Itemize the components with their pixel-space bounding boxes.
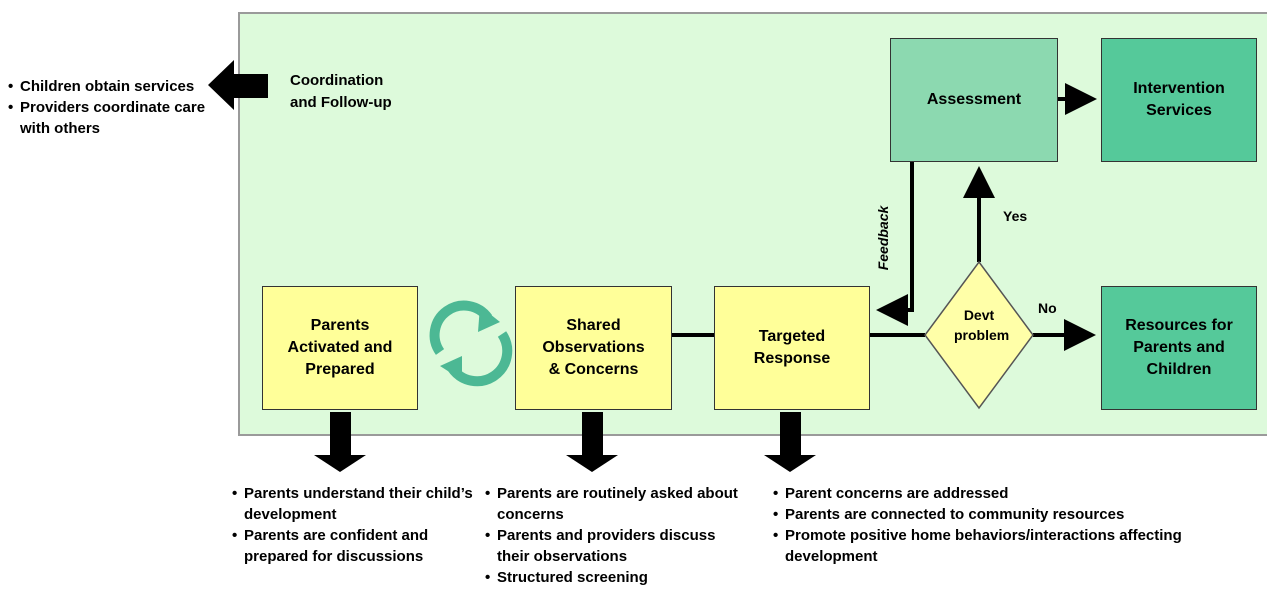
coordination-label: Coordination and Follow-up — [290, 72, 392, 111]
resources-box: Resources for Parents and Children — [1101, 286, 1257, 410]
down-arrow-shared — [566, 412, 618, 472]
list-item: Providers coordinate care with others — [8, 97, 208, 139]
down-arrow-targeted — [764, 412, 816, 472]
list-item: Parents are routinely asked about concer… — [485, 483, 745, 525]
feedback-label: Feedback — [875, 205, 891, 271]
no-label: No — [1038, 300, 1057, 316]
targeted-response-box: Targeted Response — [714, 286, 870, 410]
list-item: Promote positive home behaviors/interact… — [773, 525, 1213, 567]
cycle-icon — [429, 300, 513, 387]
assessment-box: Assessment — [890, 38, 1058, 162]
shared-outcomes-list: Parents are routinely asked about concer… — [485, 483, 745, 588]
list-item: Parents understand their child’s develop… — [232, 483, 477, 525]
outcomes-left-list: Children obtain services Providers coord… — [8, 76, 208, 139]
down-arrow-parents — [314, 412, 366, 472]
yes-label: Yes — [1003, 208, 1028, 224]
list-item: Parents and providers discuss their obse… — [485, 525, 745, 567]
list-item: Parents are connected to community resou… — [773, 504, 1213, 525]
targeted-outcomes-list: Parent concerns are addressed Parents ar… — [773, 483, 1213, 567]
list-item: Children obtain services — [8, 76, 208, 97]
shared-observations-box: Shared Observations & Concerns — [515, 286, 672, 410]
arrow-feedback — [876, 162, 914, 326]
parents-activated-box: Parents Activated and Prepared — [262, 286, 418, 410]
decision-label: Devt problem — [954, 307, 1010, 343]
list-item: Parent concerns are addressed — [773, 483, 1213, 504]
coordination-arrow — [208, 60, 268, 110]
decision-diamond — [924, 260, 1034, 410]
parents-outcomes-list: Parents understand their child’s develop… — [232, 483, 477, 567]
intervention-services-box: Intervention Services — [1101, 38, 1257, 162]
list-item: Parents are confident and prepared for d… — [232, 525, 477, 567]
list-item: Structured screening — [485, 567, 745, 588]
